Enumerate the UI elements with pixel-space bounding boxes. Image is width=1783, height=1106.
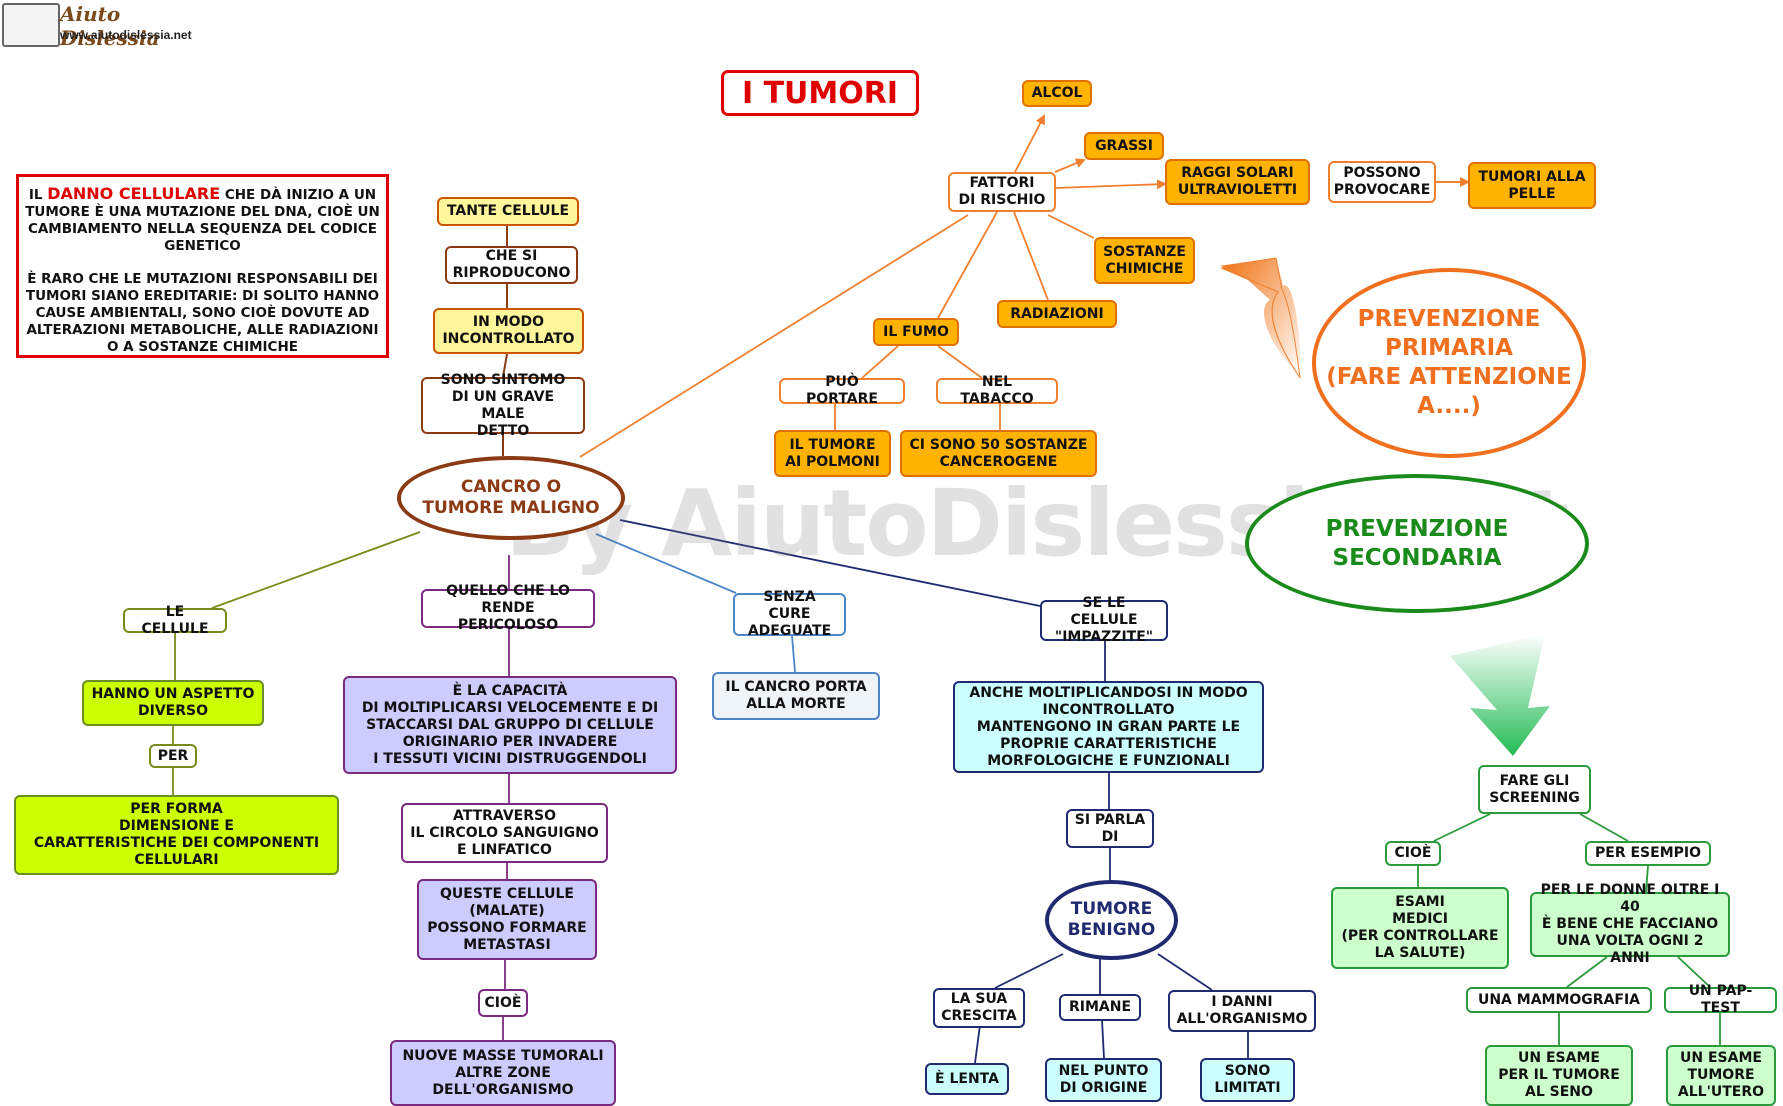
node-prevenzione-secondaria: PREVENZIONE SECONDARIA [1245, 474, 1589, 613]
node-puo-portare: PUÒ PORTARE [779, 374, 905, 407]
node-sostanze-cancerogene: CI SONO 50 SOSTANZE CANCEROGENE [900, 430, 1097, 477]
node-cioe-2: CIOÈ [1385, 841, 1441, 866]
node-cioe-1: CIOÈ [478, 989, 528, 1017]
intro-line1-pre: IL [28, 187, 48, 203]
node-le-cellule: LE CELLULE [123, 604, 227, 637]
node-la-sua-crescita: LA SUA CRESCITA [933, 988, 1025, 1028]
node-prevenzione-primaria: PREVENZIONE PRIMARIA (FARE ATTENZIONE A.… [1312, 268, 1586, 458]
node-radiazioni: RADIAZIONI [997, 300, 1117, 328]
node-per: PER [149, 744, 197, 768]
node-cancro-maligno: CANCRO O TUMORE MALIGNO [397, 456, 625, 540]
node-esame-utero: UN ESAME TUMORE ALL'UTERO [1666, 1045, 1776, 1106]
node-tumori-pelle: TUMORI ALLA PELLE [1468, 162, 1596, 209]
node-tante-cellule: TANTE CELLULE [437, 197, 579, 226]
node-raggi-solari: RAGGI SOLARI ULTRAVIOLETTI [1165, 159, 1310, 205]
node-grassi: GRASSI [1084, 132, 1164, 160]
node-esami-medici: ESAMI MEDICI (PER CONTROLLARE LA SALUTE) [1331, 887, 1509, 969]
node-se-cellule-impazzite: SE LE CELLULE "IMPAZZITE" [1040, 595, 1168, 645]
node-possono-provocare: POSSONO PROVOCARE [1328, 161, 1436, 203]
node-capacita: È LA CAPACITÀ DI MOLTIPLICARSI VELOCEMEN… [343, 676, 677, 774]
node-per-forma: PER FORMA DIMENSIONE E CARATTERISTICHE D… [14, 795, 339, 875]
node-donne-40: PER LE DONNE OLTRE I 40 È BENE CHE FACCI… [1530, 882, 1730, 966]
node-rimane: RIMANE [1059, 994, 1141, 1021]
node-hanno-aspetto: HANNO UN ASPETTO DIVERSO [82, 680, 264, 726]
node-in-modo-incontrollato: IN MODO INCONTROLLATO [433, 308, 584, 354]
logo-title: Aiuto Dislessia [60, 2, 160, 50]
node-il-fumo: IL FUMO [873, 318, 959, 346]
intro-paragraph2: È RARO CHE LE MUTAZIONI RESPONSABILI DEI… [25, 271, 380, 355]
node-tumore-polmoni: IL TUMORE AI POLMONI [774, 430, 891, 477]
node-si-parla: SI PARLA DI [1066, 809, 1154, 848]
node-fare-screening: FARE GLI SCREENING [1478, 765, 1591, 814]
green-big-arrow [1450, 634, 1550, 756]
logo-url: www.aiutodislessia.net [60, 28, 192, 42]
node-quello-pericoloso: QUELLO CHE LO RENDE PERICOLOSO [421, 583, 595, 633]
node-e-lenta: È LENTA [925, 1063, 1009, 1095]
node-sono-limitati: SONO LIMITATI [1200, 1058, 1295, 1102]
node-queste-cellule: QUESTE CELLULE (MALATE) POSSONO FORMARE … [417, 879, 597, 960]
node-attraverso: ATTRAVERSO IL CIRCOLO SANGUIGNO E LINFAT… [401, 803, 608, 863]
intro-box: IL DANNO CELLULARE CHE DÀ INIZIO A UN TU… [16, 174, 389, 358]
node-per-esempio: PER ESEMPIO [1585, 841, 1711, 866]
node-senza-cure: SENZA CURE ADEGUATE [733, 589, 846, 639]
node-anche-moltiplicandosi: ANCHE MOLTIPLICANDOSI IN MODO INCONTROLL… [953, 681, 1264, 773]
node-nel-tabacco: NEL TABACCO [936, 374, 1058, 407]
node-fattori-rischio: FATTORI DI RISCHIO [948, 172, 1056, 212]
node-nel-punto: NEL PUNTO DI ORIGINE [1045, 1058, 1162, 1102]
header-logo[interactable]: Aiuto Dislessia www.aiutodislessia.net [0, 0, 210, 50]
node-cancro-morte: IL CANCRO PORTA ALLA MORTE [712, 672, 880, 720]
node-nuove-masse: NUOVE MASSE TUMORALI ALTRE ZONE DELL'ORG… [390, 1040, 616, 1106]
node-pap-test: UN PAP-TEST [1664, 983, 1777, 1016]
intro-line1-post: CHE DÀ INIZIO A UN TUMORE È UNA MUTAZION… [25, 187, 380, 254]
node-mammografia: UNA MAMMOGRAFIA [1466, 987, 1652, 1013]
book-icon [2, 3, 60, 47]
page-title: I TUMORI [721, 70, 919, 116]
intro-highlight: DANNO CELLULARE [47, 184, 221, 203]
node-i-danni: I DANNI ALL'ORGANISMO [1168, 990, 1316, 1032]
node-esame-seno: UN ESAME PER IL TUMORE AL SENO [1485, 1045, 1633, 1106]
node-tumore-benigno: TUMORE BENIGNO [1045, 880, 1178, 960]
node-sostanze-chimiche: SOSTANZE CHIMICHE [1094, 237, 1195, 284]
node-che-si-riproducono: CHE SI RIPRODUCONO [445, 246, 578, 284]
node-alcol: ALCOL [1022, 80, 1092, 107]
node-sono-sintomo: SONO SINTOMO DI UN GRAVE MALE DETTO [421, 372, 585, 439]
